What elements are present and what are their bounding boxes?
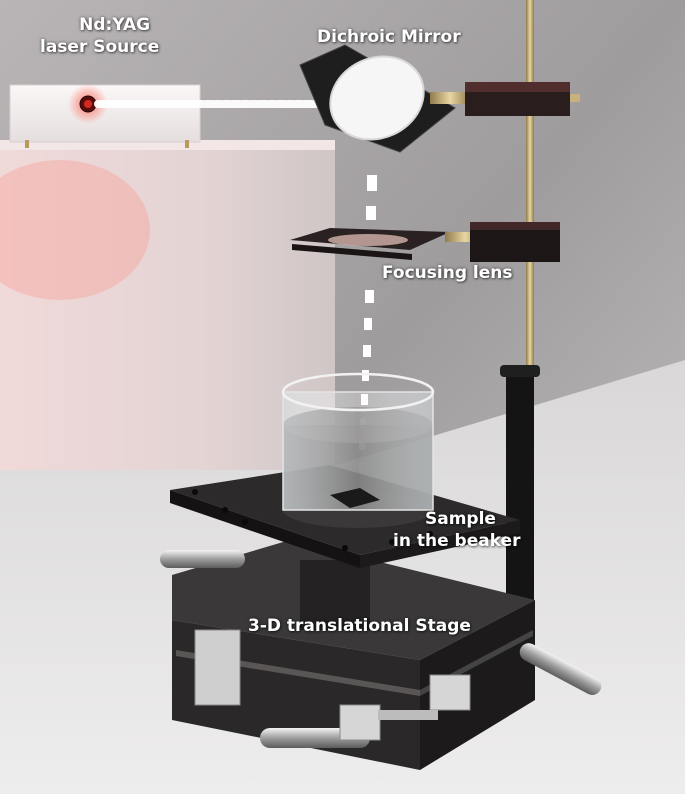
sample-label-line1: Sample <box>425 509 496 529</box>
sample-label: Sample in the beaker <box>393 508 520 552</box>
micrometer-left <box>160 550 245 568</box>
micrometer-right <box>519 643 602 695</box>
laser-source-label-line1: Nd:YAG <box>79 15 151 35</box>
lens-glass <box>328 234 408 246</box>
translational-stage <box>160 540 602 770</box>
laser-source-label-line2: laser Source <box>40 37 160 57</box>
laser-table <box>0 150 335 470</box>
support-post <box>506 370 534 600</box>
dichroic-mirror <box>299 44 580 153</box>
stage-side-plate <box>194 629 241 706</box>
focusing-lens <box>290 222 560 262</box>
focusing-lens-label: Focusing lens <box>382 263 513 283</box>
sample-label-line2: in the beaker <box>393 531 521 551</box>
sample <box>330 488 380 508</box>
support-rod <box>526 0 534 380</box>
beaker <box>281 372 435 528</box>
dichroic-mirror-label: Dichroic Mirror <box>317 27 461 47</box>
laser-source-label: Nd:YAG laser Source <box>40 14 159 58</box>
beaker-rim <box>281 372 435 412</box>
laser-table-glow <box>0 160 150 300</box>
mirror-disc <box>329 55 425 141</box>
stage-label: 3-D translational Stage <box>248 616 471 636</box>
